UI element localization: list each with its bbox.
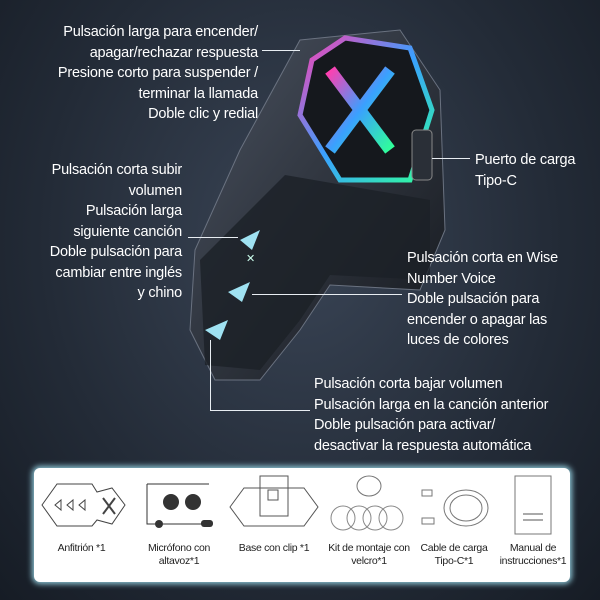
callout-text: Pulsación corta en Wise xyxy=(407,250,558,266)
package-contents: Anfitrión *1 Micrófono con altavoz*1 Bas… xyxy=(34,468,570,582)
callout-line xyxy=(188,237,238,238)
callout-text: Doble pulsación para xyxy=(49,244,182,260)
callout-line xyxy=(210,410,310,411)
volume-down-callout: Pulsación corta bajar volumen Pulsación … xyxy=(314,374,548,456)
callout-text: cambiar entre inglés xyxy=(55,264,182,281)
callout-text: Puerto de carga xyxy=(475,152,576,168)
package-item-label: Kit de montaje con velcro*1 xyxy=(328,542,410,567)
callout-text: apagar/rechazar respuesta xyxy=(89,44,259,61)
charging-port-callout: Puerto de carga Tipo-C xyxy=(475,150,575,191)
callout-text: siguiente canción xyxy=(73,223,182,240)
host-device-icon xyxy=(40,483,126,527)
callout-text: encender o apagar las xyxy=(407,311,548,328)
velcro-kit-icon xyxy=(330,475,404,531)
package-item-label: Manual de instrucciones*1 xyxy=(499,542,567,567)
callout-text: Pulsación corta bajar volumen xyxy=(314,376,503,392)
callout-line xyxy=(432,158,470,159)
callout-text: luces de colores xyxy=(407,332,509,348)
callout-text: volumen xyxy=(128,182,183,199)
callout-line xyxy=(262,50,300,51)
volume-up-callout: Pulsación corta subir volumen Pulsación … xyxy=(50,160,182,304)
package-item-label: Cable de carga Tipo-C*1 xyxy=(420,542,488,567)
callout-text: Number Voice xyxy=(407,270,496,287)
callout-text: Tipo-C xyxy=(475,172,517,189)
callout-text: y chino xyxy=(137,285,182,301)
callout-text: Pulsación corta subir xyxy=(51,162,183,178)
callout-text: Pulsación larga xyxy=(85,203,182,219)
callout-text: Doble pulsación para xyxy=(407,291,540,307)
callout-text: Pulsación larga en la canción anterior xyxy=(314,396,549,413)
callout-text: Presione corto para suspender / xyxy=(57,65,258,81)
package-item-label: Micrófono con altavoz*1 xyxy=(147,542,211,567)
callout-line xyxy=(210,340,211,410)
x-icon: ✕ xyxy=(246,253,255,265)
power-button-callout: Pulsación larga para encender/ apagar/re… xyxy=(58,22,258,125)
package-item: Anfitrión *1 xyxy=(34,468,129,582)
package-item: Base con clip *1 xyxy=(224,468,324,582)
callout-text: terminar la llamada xyxy=(138,85,259,102)
callout-text: Doble pulsación para activar/ xyxy=(314,417,496,433)
package-item: Manual de instrucciones*1 xyxy=(496,468,570,582)
usb-c-cable-icon xyxy=(421,489,489,527)
callout-text: Doble clic y redial xyxy=(148,106,258,122)
package-item-label: Base con clip *1 xyxy=(238,542,310,554)
package-item: Cable de carga Tipo-C*1 xyxy=(414,468,494,582)
package-item: Micrófono con altavoz*1 xyxy=(134,468,224,582)
package-item-label: Anfitrión *1 xyxy=(57,542,106,554)
microphone-speaker-icon xyxy=(146,483,213,528)
headset-device-illustration: ✕ xyxy=(189,29,446,381)
callout-text: desactivar la respuesta automática xyxy=(314,437,532,454)
clip-base-icon xyxy=(229,475,319,527)
package-item: Kit de montaje con velcro*1 xyxy=(324,468,414,582)
middle-button-callout: Pulsación corta en Wise Number Voice Dob… xyxy=(407,248,558,351)
callout-text: Pulsación larga para encender/ xyxy=(63,24,258,40)
manual-icon xyxy=(514,475,552,535)
callout-line xyxy=(252,294,402,295)
